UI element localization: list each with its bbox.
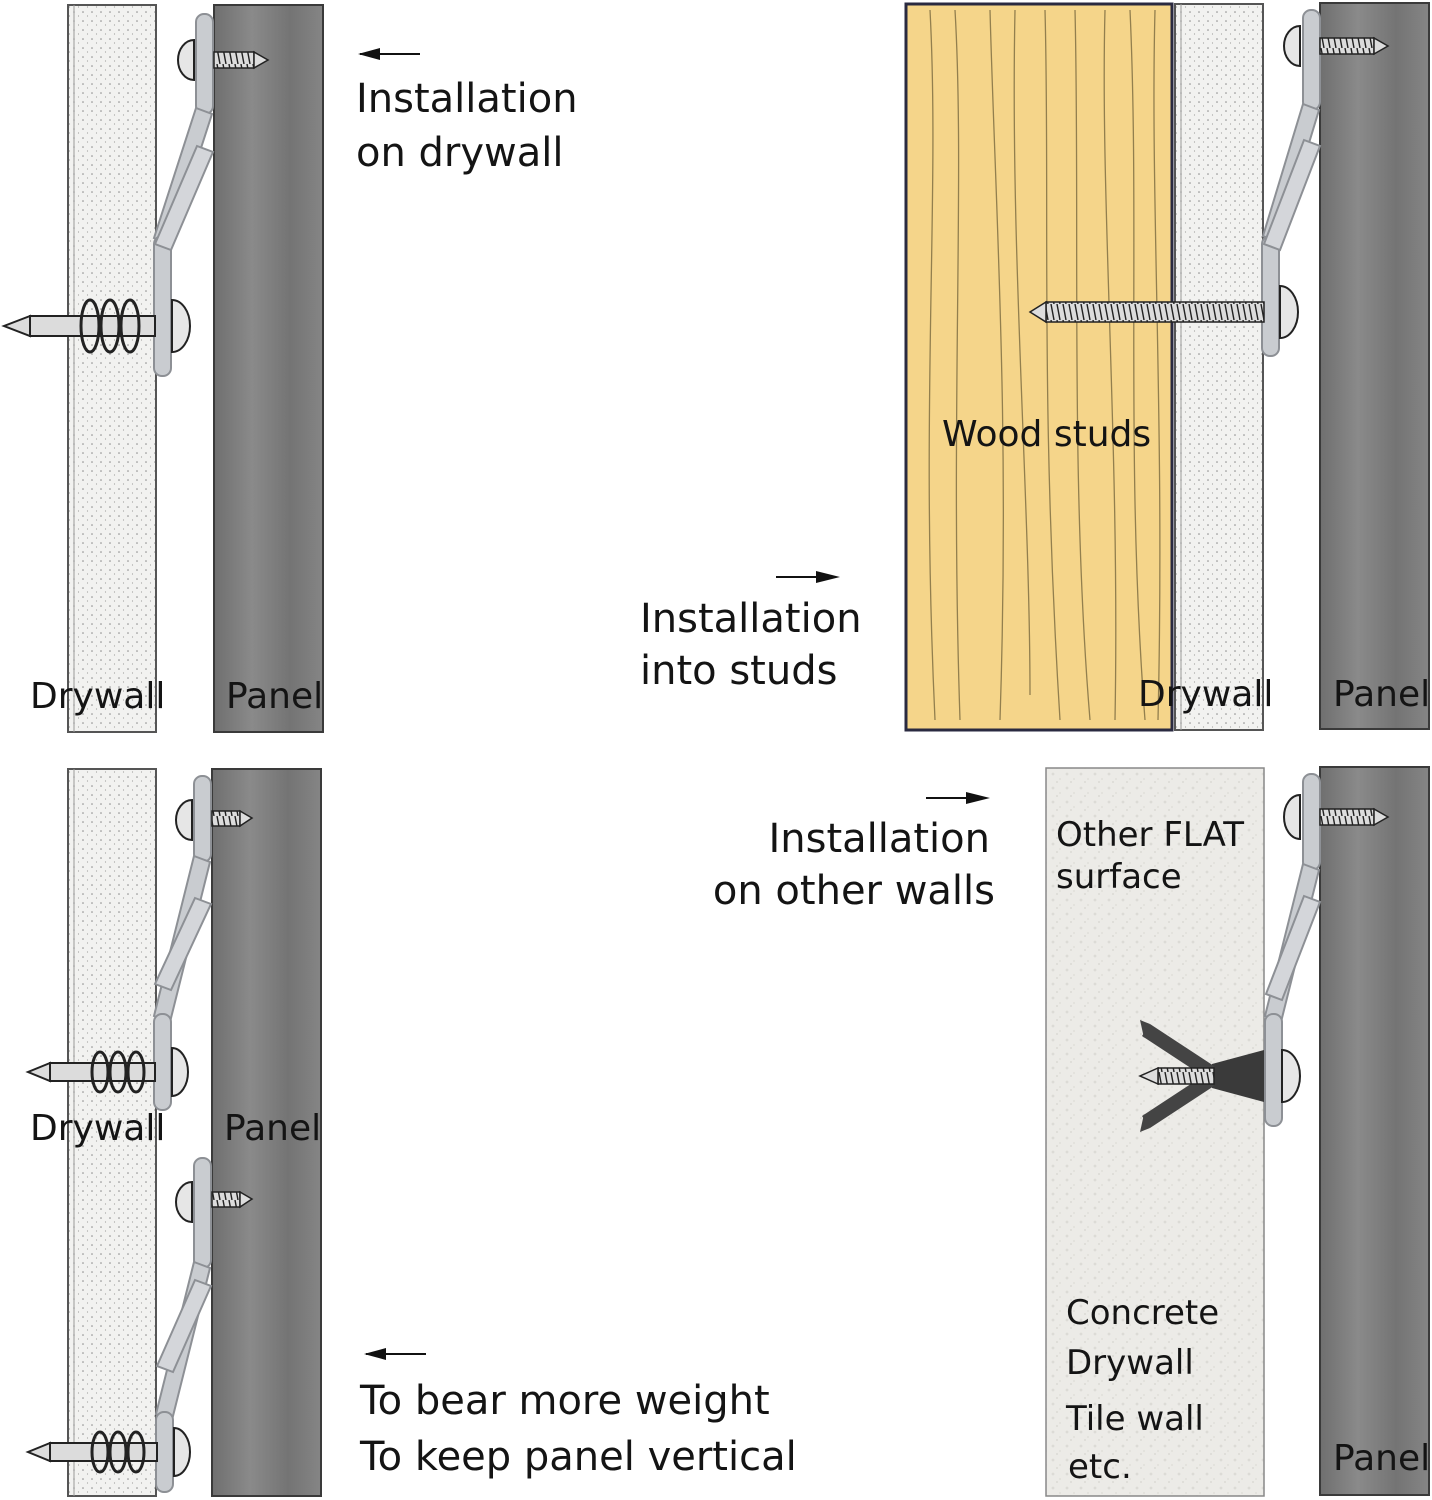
drywall-board <box>67 4 157 733</box>
z-bracket <box>1261 9 1322 357</box>
drywall-anchor-screw <box>25 1046 189 1098</box>
wood-studs-label: Wood studs <box>942 414 1151 455</box>
wood-panel <box>1319 2 1430 730</box>
quadrant-top-left: Installation on drywall Drywall Panel <box>1 4 578 733</box>
z-bracket <box>1263 773 1322 1127</box>
surface-list-item: Drywall <box>1066 1343 1194 1383</box>
caption-line-1: Installation <box>356 76 578 122</box>
caption-line-2: To keep panel vertical <box>359 1434 797 1480</box>
drywall-board <box>67 768 157 1497</box>
caption-line-2: on drywall <box>356 130 564 176</box>
panel-screw <box>175 1180 254 1224</box>
arrow-left-icon <box>364 1348 426 1360</box>
surface-list-item: etc. <box>1068 1447 1132 1487</box>
panel-screw <box>177 38 270 82</box>
concrete-wall <box>1045 767 1265 1497</box>
wood-panel <box>1319 766 1430 1496</box>
caption-line-2: into studs <box>640 648 837 694</box>
wood-panel <box>213 4 324 733</box>
surface-label-line-1: Other FLAT <box>1056 815 1244 855</box>
z-bracket-lower <box>154 1157 213 1493</box>
arrow-right-icon <box>926 792 990 804</box>
z-bracket-upper <box>152 775 213 1111</box>
panel-label: Panel <box>226 676 323 717</box>
caption-line-2: on other walls <box>713 868 995 914</box>
caption-line-1: To bear more weight <box>359 1378 770 1424</box>
drywall-label: Drywall <box>30 676 165 717</box>
surface-label-line-2: surface <box>1056 857 1182 897</box>
quadrant-top-right: Installation into studs Wood studs Drywa… <box>640 2 1430 732</box>
surface-list-item: Concrete <box>1066 1293 1219 1333</box>
panel-screw <box>1283 24 1390 68</box>
quadrant-bottom-right: Installation on other walls Other FLAT s… <box>713 766 1430 1497</box>
wood-stud <box>904 2 1174 732</box>
caption-line-1: Installation <box>640 596 862 642</box>
panel-label: Panel <box>1333 674 1430 715</box>
z-bracket <box>152 13 215 377</box>
stud-screw <box>1028 284 1299 340</box>
drywall-board <box>1174 3 1264 731</box>
expansion-anchor <box>1138 1020 1301 1132</box>
drywall-anchor-screw <box>25 1426 191 1478</box>
panel-screw <box>1283 793 1390 841</box>
panel-label: Panel <box>1333 1438 1430 1479</box>
surface-list-item: Tile wall <box>1065 1399 1204 1439</box>
quadrant-bottom-left: To bear more weight To keep panel vertic… <box>25 768 797 1497</box>
arrow-right-icon <box>776 571 840 583</box>
caption-line-1: Installation <box>768 816 990 862</box>
drywall-label: Drywall <box>1138 674 1273 715</box>
arrow-left-icon <box>358 48 420 60</box>
panel-screw <box>175 798 254 842</box>
panel-label: Panel <box>224 1108 321 1149</box>
drywall-anchor-screw <box>1 298 191 354</box>
drywall-label: Drywall <box>30 1108 165 1149</box>
wood-panel <box>211 768 322 1497</box>
